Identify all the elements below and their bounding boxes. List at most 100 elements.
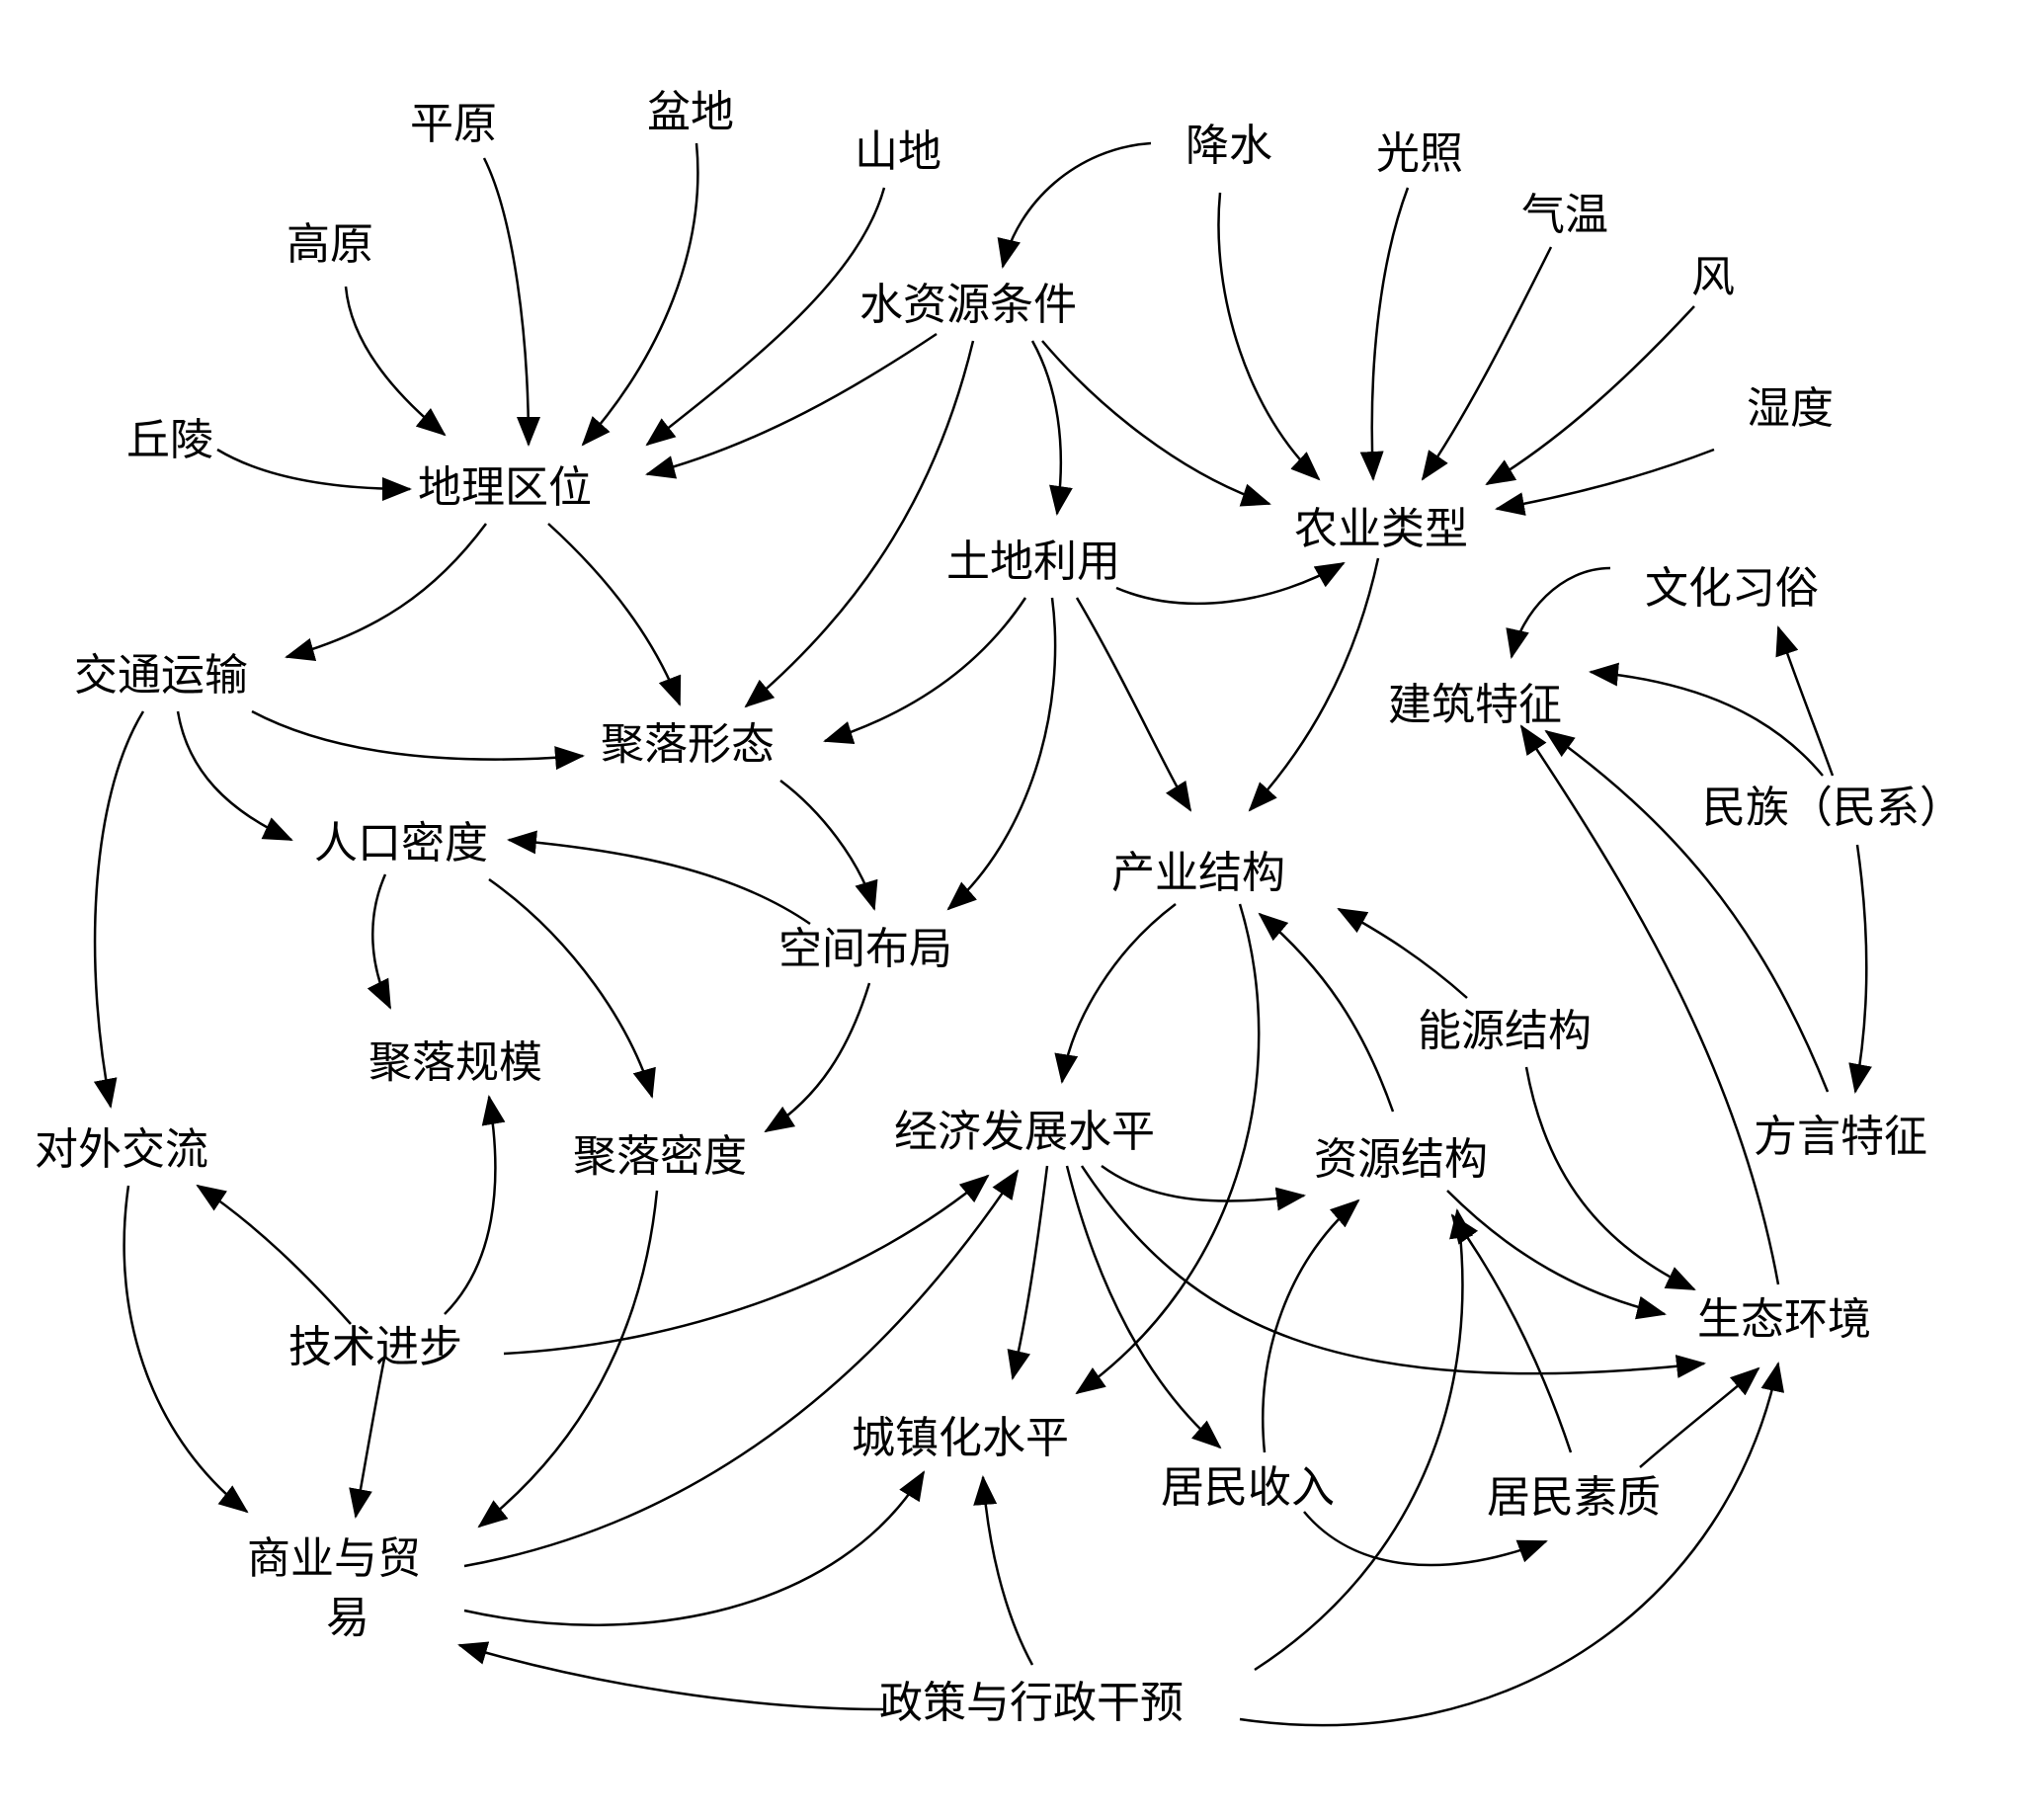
- node-jingji: 经济发展水平: [894, 1107, 1155, 1157]
- edges: [93, 141, 1872, 1727]
- node-pingyuan: 平原: [410, 99, 497, 149]
- node-ziyuan: 资源结构: [1314, 1134, 1488, 1185]
- edge-jiangshui-shuiziyuan: [997, 141, 1152, 269]
- edge-xingtai-kongjian: [779, 780, 878, 911]
- node-guangzhao: 光照: [1376, 128, 1463, 179]
- node-tudi: 土地利用: [946, 537, 1120, 587]
- node-wenhua: 文化习俗: [1645, 563, 1819, 614]
- edge-shidu-nongye: [1495, 448, 1715, 516]
- node-gaoyuan: 高原: [286, 219, 373, 270]
- edge-renkou-midu: [488, 877, 656, 1099]
- edge-tudi-xingtai: [823, 597, 1027, 745]
- edge-jiangshui-nongye: [1217, 192, 1321, 481]
- edge-shuiziyuan-tudi: [1030, 340, 1073, 516]
- node-dili: 地理区位: [418, 462, 592, 513]
- edge-tudi-nongye: [1115, 561, 1346, 606]
- edge-shuiziyuan-dili: [645, 332, 938, 479]
- edge-dili-xingtai: [547, 523, 682, 706]
- edge-pingyuan-dili: [482, 157, 540, 447]
- edge-qiuling-dili: [216, 448, 412, 501]
- edge-zhengce-shengtai: [1239, 1362, 1785, 1727]
- edge-guangzhao-nongye: [1359, 187, 1410, 481]
- nodes: 平原 盆地 山地 降水 光照 气温 风 高原 水资源条件 湿度 丘陵 地理区位 …: [35, 87, 1963, 1728]
- edge-pendi-dili: [581, 142, 699, 447]
- edge-jingji-chengzhen: [1007, 1165, 1049, 1380]
- edge-minzu-jianzhu: [1589, 662, 1824, 777]
- node-fangyan: 方言特征: [1754, 1112, 1927, 1162]
- node-chengzhen: 城镇化水平: [852, 1413, 1069, 1463]
- node-shuiziyuan: 水资源条件: [859, 280, 1077, 330]
- edge-chanye-jingji: [1054, 903, 1177, 1084]
- edge-shouru-ziyuan: [1262, 1199, 1360, 1453]
- edge-ziyuan-chanye: [1258, 912, 1395, 1113]
- node-shidu: 湿度: [1747, 383, 1834, 434]
- edge-zhengce-chengzhen: [973, 1475, 1034, 1666]
- edge-gaoyuan-dili: [344, 286, 447, 437]
- edge-jishu-jingji: [503, 1174, 990, 1356]
- node-renkou: 人口密度: [314, 818, 488, 868]
- edge-jiaotong-duiwai: [93, 710, 145, 1109]
- edge-nengyuan-shengtai: [1524, 1066, 1696, 1291]
- node-minzu: 民族（民系）: [1702, 783, 1963, 833]
- edge-renkou-guimo: [367, 873, 392, 1010]
- edge-suzhi-shengtai: [1639, 1366, 1760, 1468]
- node-suzhi: 居民素质: [1487, 1472, 1661, 1523]
- edge-kongjian-midu: [764, 982, 871, 1133]
- node-shangye-line2: 易: [326, 1593, 369, 1643]
- node-nongye: 农业类型: [1294, 504, 1468, 554]
- edge-jiaotong-renkou: [176, 710, 293, 842]
- node-xingtai: 聚落形态: [601, 719, 775, 770]
- node-qiwen: 气温: [1521, 190, 1608, 240]
- edge-kongjian-renkou: [507, 830, 811, 926]
- node-midu: 聚落密度: [573, 1131, 747, 1182]
- edge-minzu-wenhua: [1775, 625, 1835, 777]
- edge-nongye-chanye: [1248, 557, 1380, 812]
- node-shandi: 山地: [855, 126, 941, 177]
- edge-chanye-chengzhen: [1075, 903, 1261, 1395]
- edge-shandi-dili: [645, 187, 886, 447]
- node-jiaotong: 交通运输: [74, 650, 248, 701]
- edge-shuiziyuan-nongye: [1041, 340, 1271, 507]
- edge-feng-nongye: [1485, 305, 1695, 486]
- node-jianzhu: 建筑特征: [1388, 680, 1562, 730]
- node-shengtai: 生态环境: [1697, 1294, 1871, 1345]
- edge-shangye-jingji: [463, 1169, 1020, 1568]
- edge-zhengce-shangye: [457, 1641, 885, 1711]
- node-kongjian: 空间布局: [778, 924, 952, 974]
- edge-shuiziyuan-xingtai: [744, 340, 975, 708]
- node-feng: 风: [1691, 252, 1735, 302]
- edge-duiwai-shangye: [123, 1185, 249, 1514]
- edge-jishu-shangye: [349, 1353, 387, 1519]
- edge-jiaotong-xingtai: [251, 709, 585, 771]
- node-zhengce: 政策与行政干预: [879, 1678, 1184, 1728]
- edge-jishu-duiwai: [196, 1184, 352, 1325]
- edge-jishu-guimo: [444, 1095, 506, 1315]
- edge-midu-shangye: [477, 1190, 659, 1529]
- node-shangye-line1: 商业与贸: [247, 1533, 421, 1584]
- edge-jingji-shouru: [1065, 1165, 1222, 1449]
- node-chanye: 产业结构: [1111, 848, 1285, 898]
- node-duiwai: 对外交流: [35, 1124, 208, 1175]
- edge-nengyuan-chanye: [1337, 907, 1468, 999]
- edge-zhengce-ziyuan: [1254, 1208, 1473, 1672]
- edge-minzu-fangyan: [1848, 844, 1872, 1094]
- node-nengyuan: 能源结构: [1418, 1006, 1592, 1056]
- node-guimo: 聚落规模: [368, 1037, 542, 1088]
- node-pendi: 盆地: [647, 87, 734, 137]
- node-jishu: 技术进步: [288, 1322, 462, 1372]
- edge-shengtai-jianzhu: [1519, 724, 1780, 1285]
- edge-shangye-chengzhen: [463, 1470, 926, 1626]
- edge-suzhi-ziyuan: [1450, 1213, 1573, 1453]
- edge-tudi-kongjian: [946, 597, 1057, 911]
- edge-jingji-ziyuan: [1101, 1164, 1306, 1211]
- node-qiuling: 丘陵: [126, 415, 213, 465]
- edge-tudi-chanye: [1075, 597, 1192, 812]
- edge-shouru-suzhi: [1303, 1511, 1548, 1567]
- edge-dili-jiaotong: [285, 523, 488, 662]
- edge-wenhua-jianzhu: [1506, 566, 1611, 659]
- edge-jingji-shengtai: [1080, 1165, 1706, 1378]
- node-jiangshui: 降水: [1186, 121, 1272, 171]
- edge-qiwen-nongye: [1421, 246, 1553, 481]
- edge-fangyan-jianzhu: [1544, 729, 1830, 1093]
